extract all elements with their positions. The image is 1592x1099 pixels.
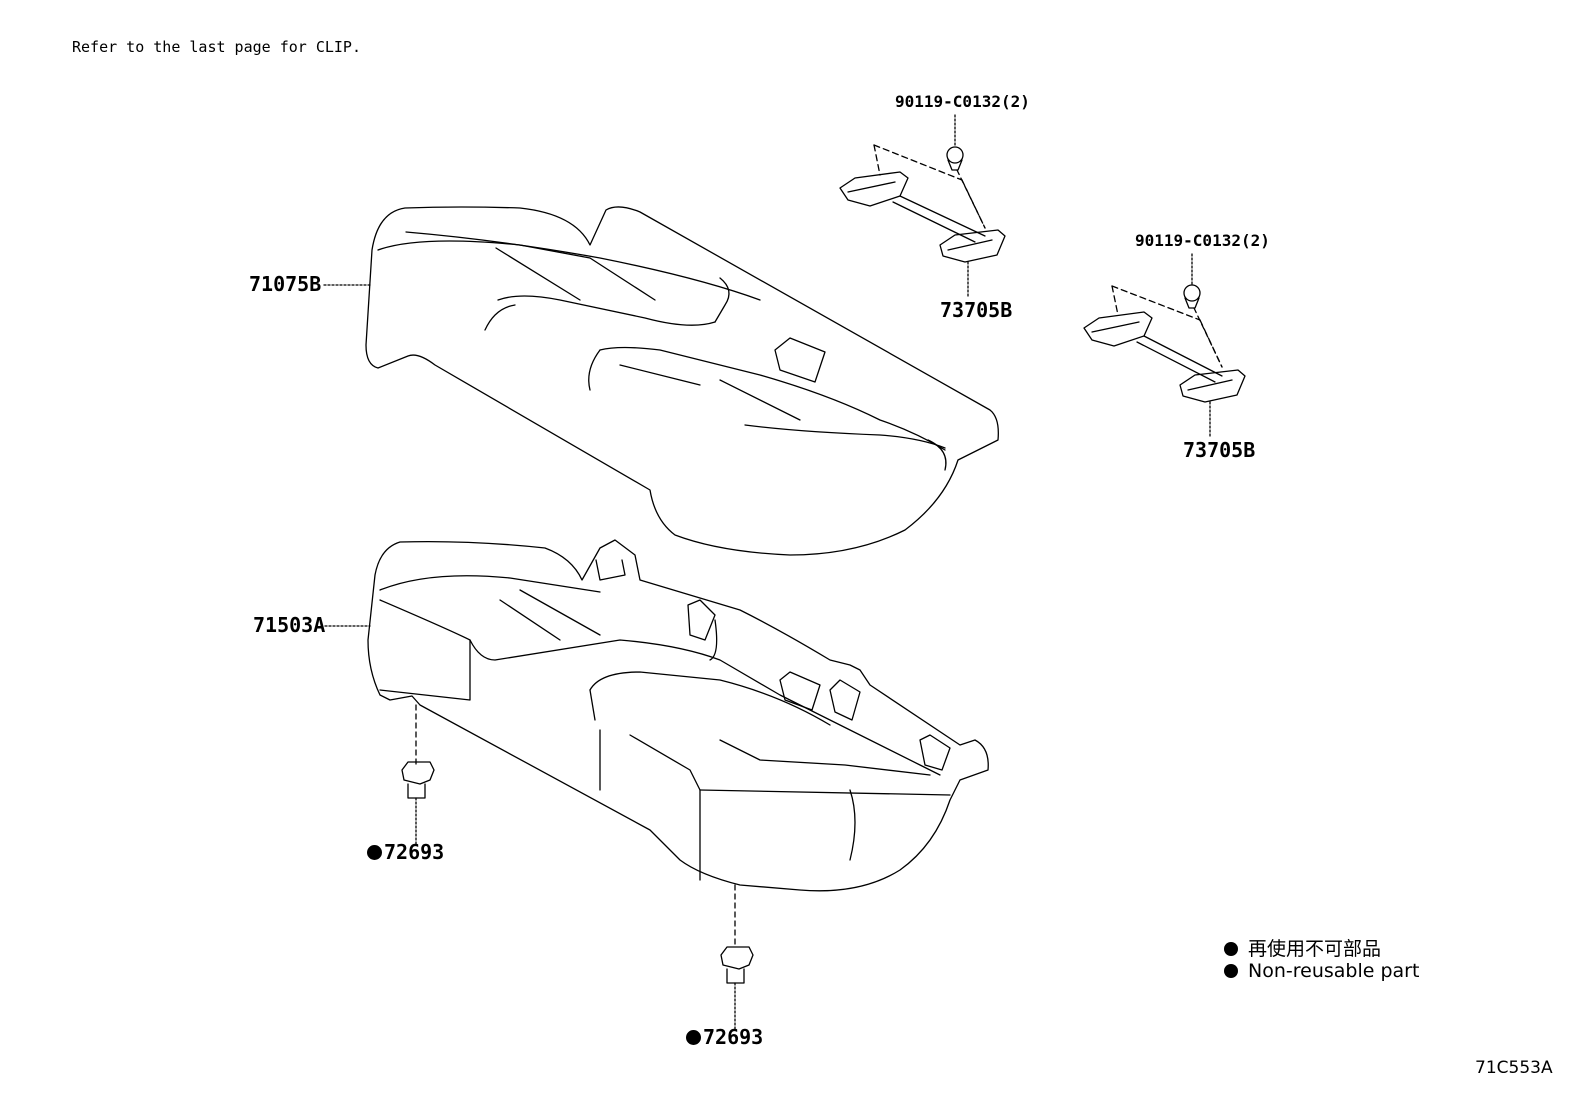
seat-cushion-cover xyxy=(365,206,999,556)
clip-left xyxy=(401,704,435,846)
non-reusable-dot-icon xyxy=(686,1030,701,1045)
part-number-bracket-2[interactable]: 73705B xyxy=(1183,438,1256,462)
part-number-bolt-1[interactable]: 90119-C0132(2) xyxy=(895,92,1030,111)
seat-cushion-pad xyxy=(367,539,989,892)
bracket-assembly-1 xyxy=(839,114,1006,299)
legend-dot-icon xyxy=(1224,964,1238,978)
legend-english: Non-reusable part xyxy=(1224,960,1419,982)
part-number-clip-2[interactable]: 72693 xyxy=(686,1025,763,1049)
clip-reference-note: Refer to the last page for CLIP. xyxy=(72,38,361,56)
part-number-71503A[interactable]: 71503A xyxy=(253,613,326,637)
clip-right xyxy=(720,884,754,1031)
part-number-clip-1[interactable]: 72693 xyxy=(367,840,444,864)
legend-japanese: 再使用不可部品 xyxy=(1224,934,1381,961)
clip-1-label: 72693 xyxy=(384,840,445,864)
legend-english-text: Non-reusable part xyxy=(1248,960,1420,982)
clip-2-label: 72693 xyxy=(703,1025,764,1049)
legend-japanese-text: 再使用不可部品 xyxy=(1248,938,1382,960)
bracket-assembly-2 xyxy=(1083,253,1246,438)
figure-id: 71C553A xyxy=(1475,1058,1553,1078)
part-number-71075B[interactable]: 71075B xyxy=(249,272,322,296)
part-number-bolt-2[interactable]: 90119-C0132(2) xyxy=(1135,231,1270,250)
non-reusable-dot-icon xyxy=(367,845,382,860)
legend-dot-icon xyxy=(1224,942,1238,956)
part-number-bracket-1[interactable]: 73705B xyxy=(940,298,1013,322)
